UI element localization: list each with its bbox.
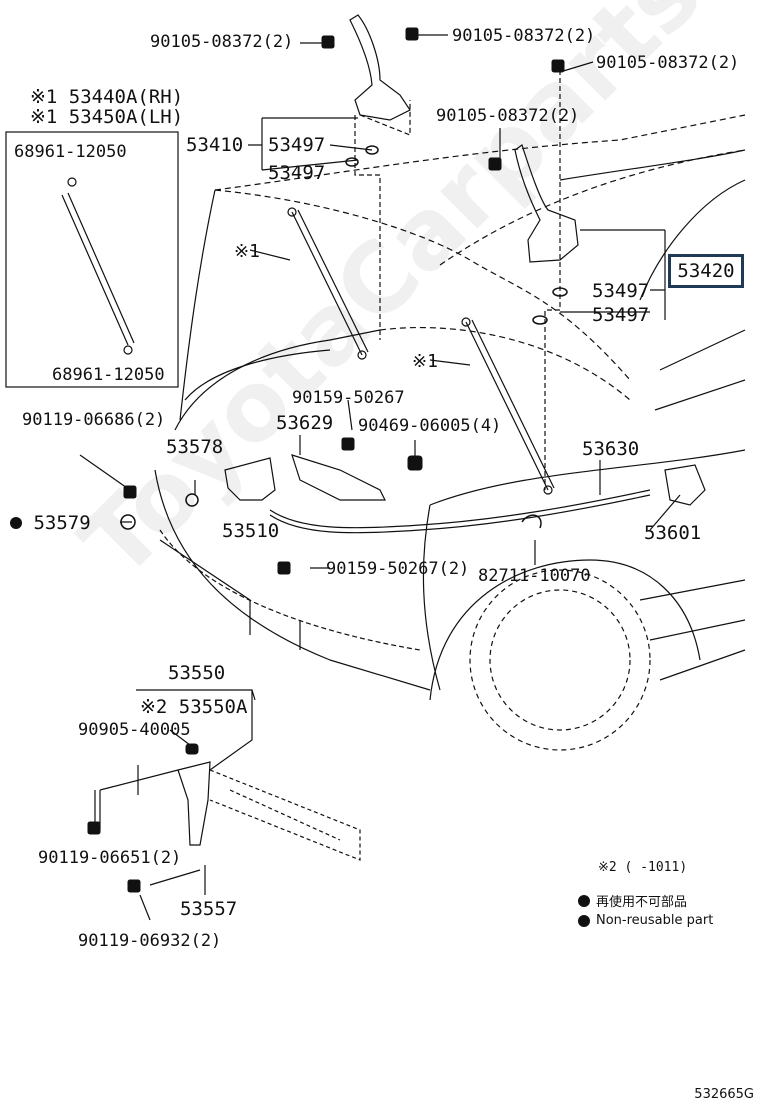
non-reusable-icon [10,517,22,529]
filled-circle-icon [578,894,590,907]
part-label[interactable]: ※1 53450A(LH) [30,106,184,128]
filled-circle-icon [578,914,590,927]
part-label[interactable]: 90905-40005 [78,720,191,740]
part-label[interactable]: 90119-06932(2) [78,931,222,951]
wheel-arch [429,559,701,701]
part-label[interactable]: 82711-10070 [478,566,591,586]
washer-icon [365,145,379,155]
part-label[interactable]: 90119-06686(2) [22,410,166,430]
release-cable [269,489,651,529]
highlighted-part-label[interactable]: 53420 [668,254,744,288]
part-label[interactable]: 90105-08372(2) [452,26,596,46]
bolt-icon [551,59,565,73]
part-label[interactable]: 68961-12050 [52,365,165,385]
washer-icon [345,157,359,167]
cushion-icon [185,743,199,755]
release-lever [664,464,706,506]
part-label[interactable]: 90105-08372(2) [596,53,740,73]
part-label[interactable]: ※2 53550A [140,696,248,718]
reference-mark: ※1 [234,241,260,262]
part-label[interactable]: 53601 [644,522,702,544]
part-label[interactable]: 90105-08372(2) [150,32,294,52]
hood-hinge-lh [349,14,411,121]
hood-front-edge [214,189,631,381]
part-label[interactable]: 53550 [168,662,226,684]
footnote: ※2 ( -1011) [598,860,688,875]
grommet-icon [185,493,199,507]
part-label[interactable]: 90159-50267(2) [326,559,470,579]
bolt-icon [277,561,291,575]
part-label-non-reusable[interactable]: 53579 [10,512,91,534]
washer-icon [532,315,548,325]
part-label[interactable]: 68961-12050 [14,142,127,162]
part-label[interactable]: 53410 [186,134,244,156]
part-label[interactable]: 90105-08372(2) [436,106,580,126]
part-label[interactable]: 90159-50267 [292,388,405,408]
clamp-icon [521,514,542,529]
hood-stay-lh [291,211,363,356]
front-bumper [154,469,431,691]
hood-lock-bracket [291,454,386,501]
bolt-icon [405,27,419,41]
part-label[interactable]: 53557 [180,898,238,920]
hood-outline [214,114,746,191]
part-label[interactable]: 53497 [592,304,650,326]
bolt-icon [87,821,101,835]
hood-hinge-rh [514,144,579,263]
bolt-icon [321,35,335,49]
legend-row-jp: 再使用不可部品 [578,891,687,910]
part-label[interactable]: 53510 [222,520,280,542]
part-label[interactable]: 53497 [268,162,326,184]
bolt-icon [488,157,502,171]
part-label[interactable]: 53578 [166,436,224,458]
diagram-code: 532665G [694,1087,754,1102]
bolt-icon [127,879,141,893]
bolt-icon [341,437,355,451]
hood-latch [224,457,276,501]
bolt-icon [123,485,137,499]
radiator-support-outline [209,769,361,861]
legend-row-en: Non-reusable part [578,913,713,928]
hood-stay-rh [465,321,549,491]
part-label[interactable]: 53630 [582,438,640,460]
grommet-icon [120,514,136,530]
clip-icon [407,455,423,471]
part-label[interactable]: 90469-06005(4) [358,416,502,436]
windshield-outline [559,149,746,301]
reference-mark: ※1 [412,351,438,372]
hood-lock-support [177,761,211,846]
stay-detail-box [5,131,179,388]
washer-icon [552,287,568,297]
part-label[interactable]: ※1 53440A(RH) [30,86,184,108]
part-label[interactable]: 53497 [268,134,326,156]
front-fender-outline [429,449,746,506]
part-label[interactable]: 90119-06651(2) [38,848,182,868]
part-label[interactable]: 53629 [276,412,334,434]
part-label[interactable]: 53497 [592,280,650,302]
